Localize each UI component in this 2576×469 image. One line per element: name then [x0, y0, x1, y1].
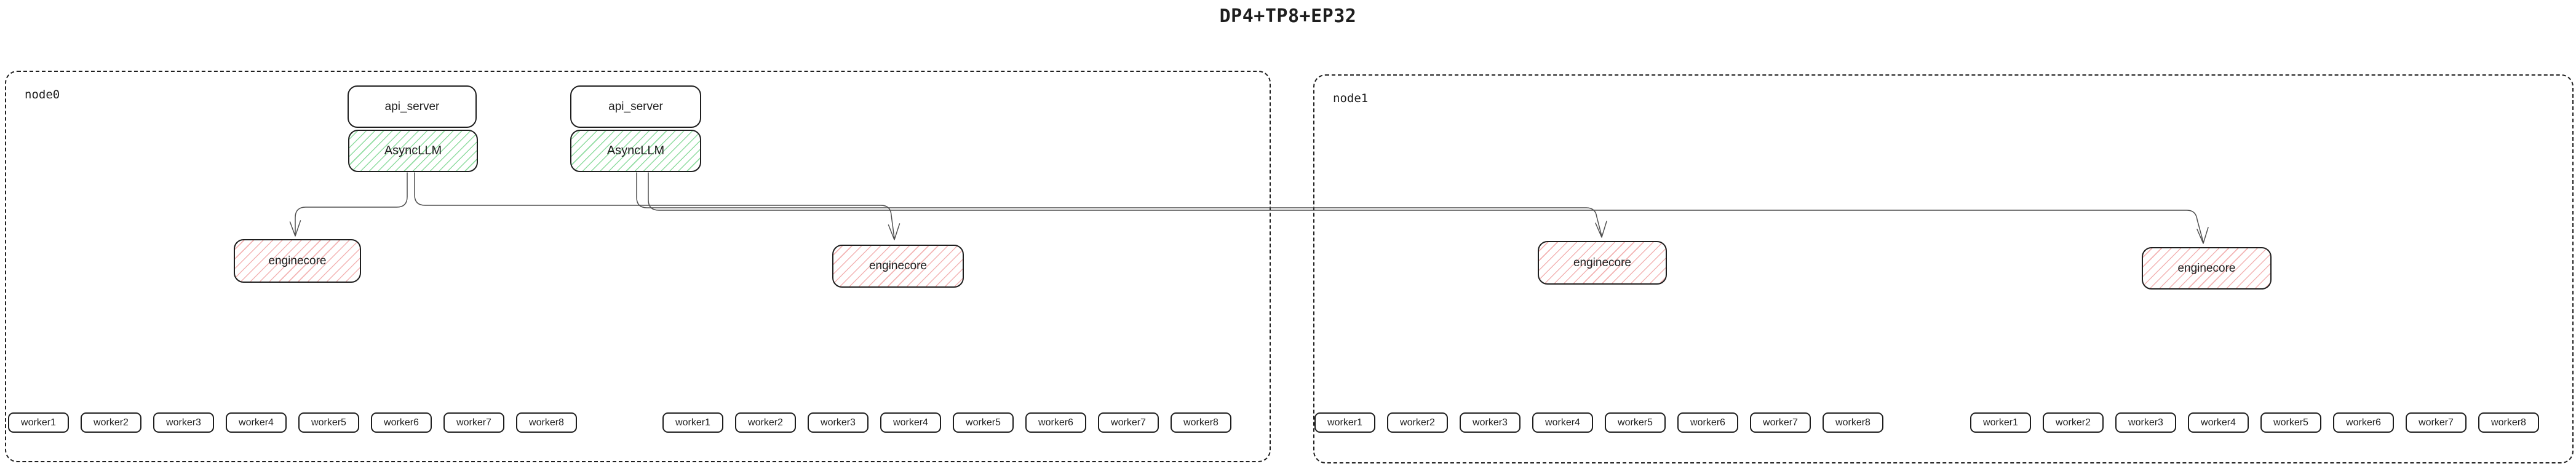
node-label-node0: node0: [25, 88, 60, 101]
worker-box: worker5: [953, 412, 1014, 433]
worker-box: worker4: [2188, 412, 2249, 433]
worker-box: worker1: [662, 412, 723, 433]
worker-box: worker2: [1387, 412, 1448, 433]
worker-box: worker4: [226, 412, 287, 433]
worker-group: worker1 worker2 worker3 worker4 worker5 worke…: [1970, 412, 2539, 433]
node-box-node1: node1: [1313, 74, 2574, 463]
worker-box: worker7: [2406, 412, 2467, 433]
worker-box: worker3: [153, 412, 214, 433]
worker-box: worker3: [2115, 412, 2176, 433]
worker-box: worker5: [1605, 412, 1666, 433]
worker-box: worker1: [1970, 412, 2031, 433]
worker-box: worker8: [516, 412, 577, 433]
worker-box: worker6: [1025, 412, 1086, 433]
worker-box: worker8: [1823, 412, 1883, 433]
enginecore-box: enginecore: [1538, 241, 1667, 285]
worker-box: worker4: [880, 412, 941, 433]
worker-box: worker3: [808, 412, 869, 433]
enginecore-box: enginecore: [2142, 247, 2272, 290]
enginecore-box: enginecore: [832, 245, 964, 288]
api-server-box: api_server: [570, 85, 701, 128]
worker-box: worker8: [2478, 412, 2539, 433]
worker-box: worker1: [1314, 412, 1375, 433]
worker-box: worker7: [1750, 412, 1811, 433]
worker-box: worker6: [371, 412, 432, 433]
worker-box: worker2: [2043, 412, 2104, 433]
worker-box: worker7: [1098, 412, 1159, 433]
worker-box: worker3: [1460, 412, 1521, 433]
worker-box: worker8: [1171, 412, 1231, 433]
enginecore-box: enginecore: [234, 239, 361, 283]
asyncllm-box: AsyncLLM: [348, 130, 478, 172]
worker-box: worker5: [298, 412, 359, 433]
worker-box: worker2: [81, 412, 141, 433]
node-label-node1: node1: [1333, 92, 1369, 105]
worker-group: worker1 worker2 worker3 worker4 worker5 worke…: [662, 412, 1231, 433]
worker-box: worker7: [443, 412, 504, 433]
api-server-box: api_server: [348, 85, 477, 128]
worker-group: worker1 worker2 worker3 worker4 worker5 worke…: [1314, 412, 1883, 433]
worker-box: worker2: [735, 412, 796, 433]
node-box-node0: node0: [5, 71, 1271, 462]
asyncllm-box: AsyncLLM: [570, 130, 701, 172]
worker-box: worker4: [1532, 412, 1593, 433]
worker-group: worker1 worker2 worker3 worker4 worker5 worke…: [8, 412, 577, 433]
worker-box: worker6: [1677, 412, 1738, 433]
worker-box: worker6: [2333, 412, 2394, 433]
diagram-title: DP4+TP8+EP32: [1219, 6, 1357, 27]
worker-box: worker1: [8, 412, 69, 433]
worker-box: worker5: [2260, 412, 2321, 433]
